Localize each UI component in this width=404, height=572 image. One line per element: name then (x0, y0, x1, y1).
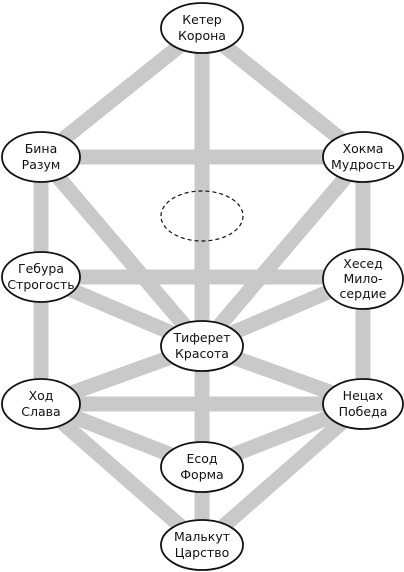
node-gevura-line1: Гебура (18, 261, 64, 276)
node-keter-ellipse (160, 2, 244, 54)
node-tiferet-line1: Тиферет (172, 330, 230, 345)
node-tiferet-ellipse (160, 320, 244, 372)
node-bina-line1: Бина (25, 141, 58, 156)
path-keter-bina (36, 22, 207, 163)
node-netsah: Нецах Победа (322, 378, 404, 430)
node-tiferet: Тиферет Красота (160, 320, 244, 372)
node-hesed-ellipse (322, 248, 404, 310)
node-yesod: Есод Форма (160, 441, 244, 493)
path-hod-malkhut (36, 398, 207, 551)
node-yesod-ellipse (160, 441, 244, 493)
path-netsah-malkhut (197, 398, 368, 551)
node-netsah-ellipse (322, 378, 404, 430)
node-hesed-line2: Мило- (343, 271, 382, 286)
node-gevura-ellipse (1, 251, 81, 303)
node-hod-ellipse (1, 378, 81, 430)
node-netsah-line1: Нецах (343, 388, 384, 403)
node-gevura-line2: Строгость (7, 277, 74, 292)
node-gevura: Гебура Строгость (1, 251, 81, 303)
node-hokhma-ellipse (322, 131, 404, 183)
node-hesed-line3: сердие (340, 286, 387, 301)
path-keter-hokhma (197, 22, 368, 163)
node-hokhma-line2: Мудрость (331, 157, 395, 172)
node-malkhut-line2: Царство (175, 545, 229, 560)
node-tiferet-line2: Красота (175, 346, 229, 361)
node-hod-line1: Ход (29, 388, 54, 403)
node-keter-line1: Кетер (182, 12, 222, 27)
node-bina-line2: Разум (22, 157, 61, 172)
node-malkhut-line1: Малькут (174, 529, 230, 544)
path-hokhma-tiferet (196, 152, 369, 351)
node-hod-line2: Слава (21, 404, 60, 419)
node-bina-ellipse (1, 131, 81, 183)
node-hod: Ход Слава (1, 378, 81, 430)
node-yesod-line2: Форма (180, 467, 223, 482)
path-bina-tiferet (35, 152, 208, 351)
node-yesod-line1: Есод (186, 451, 217, 466)
node-malkhut: Малькут Царство (160, 519, 244, 571)
node-keter: Кетер Корона (160, 2, 244, 54)
node-netsah-line2: Победа (339, 404, 388, 419)
node-hesed-line1: Хесед (343, 256, 382, 271)
daat-dashed-ellipse (160, 190, 244, 242)
node-hokhma-line1: Хокма (343, 141, 384, 156)
node-hokhma: Хокма Мудрость (322, 131, 404, 183)
node-hesed: Хесед Мило- сердие (322, 248, 404, 310)
node-keter-line2: Корона (178, 28, 226, 43)
node-malkhut-ellipse (160, 519, 244, 571)
node-bina: Бина Разум (1, 131, 81, 183)
